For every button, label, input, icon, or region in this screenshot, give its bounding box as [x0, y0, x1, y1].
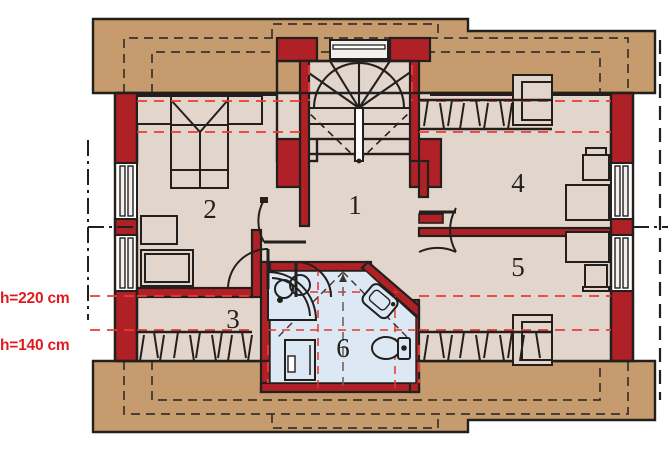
room-label-1: 1	[348, 190, 362, 220]
axis-lines	[87, 140, 668, 320]
furniture-room5	[512, 231, 610, 366]
washing-machine-icon	[284, 339, 316, 381]
room-label-4: 4	[511, 168, 525, 198]
ceiling-height-lines	[90, 65, 611, 383]
bed-room2	[136, 95, 263, 189]
window-right-upper	[610, 162, 634, 220]
ceiling-height-label-220: h=220 cm	[0, 290, 70, 307]
door-room5[interactable]	[418, 247, 457, 253]
sink-icon	[361, 283, 399, 320]
door-room4[interactable]	[419, 207, 457, 253]
slope-hatching	[137, 98, 552, 362]
room-label-6: 6	[336, 333, 350, 363]
window-left-upper	[114, 162, 138, 220]
door-room3[interactable]	[227, 248, 270, 290]
window-stair-top	[329, 39, 389, 60]
hatch-room4	[423, 99, 513, 130]
roof-projection-dashes-top	[123, 23, 629, 93]
hatch-room5	[423, 331, 541, 362]
room-number-labels: 1 2 3 4 5 6	[203, 168, 525, 363]
room-label-3: 3	[226, 304, 240, 334]
window-left-lower	[114, 234, 138, 292]
room-label-5: 5	[511, 252, 525, 282]
ceiling-height-label-140: h=140 cm	[0, 337, 70, 354]
bathtub-icon	[267, 270, 318, 321]
hatch-room3	[139, 331, 253, 362]
door-lintel	[418, 213, 444, 224]
toilet-icon	[371, 336, 411, 360]
room-label-2: 2	[203, 194, 217, 224]
roof-projection-dashes-bottom	[123, 361, 629, 429]
door-bathroom[interactable]	[294, 261, 332, 298]
door-room2[interactable]	[257, 197, 306, 244]
staircase	[275, 59, 443, 228]
furniture-left-lower	[140, 215, 194, 287]
window-right-lower	[610, 234, 634, 292]
interior-walls	[135, 159, 613, 394]
